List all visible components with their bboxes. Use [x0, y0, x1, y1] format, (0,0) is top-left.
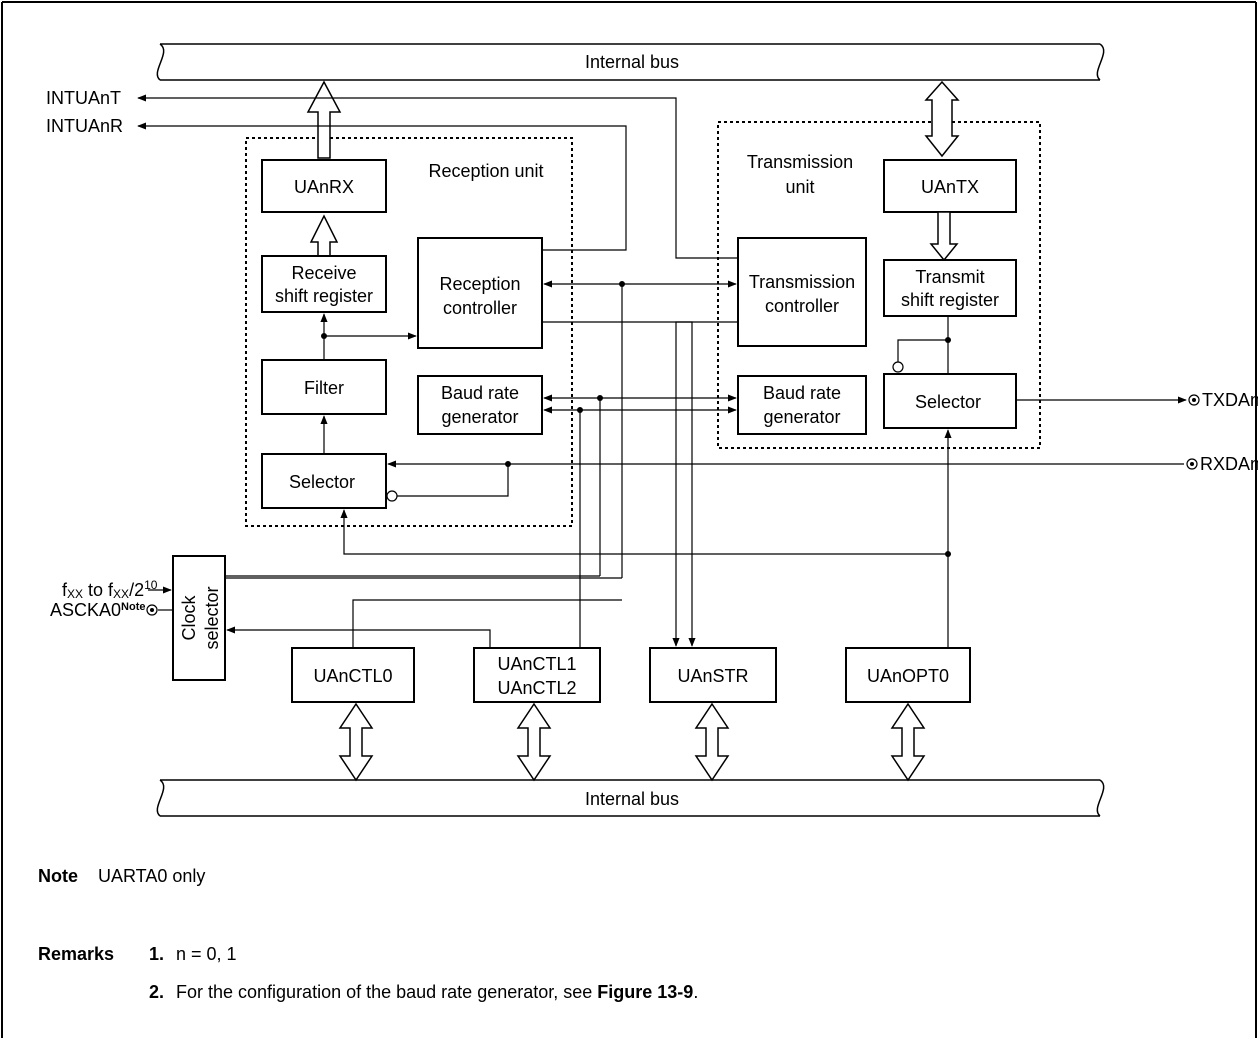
uantx-to-shift-arrow — [929, 211, 959, 262]
clock-selector-line2: selector — [202, 586, 222, 649]
signal-wiring — [137, 94, 1187, 648]
bus-uantx-arrow — [924, 80, 960, 158]
transmission-baud-line1: Baud rate — [763, 383, 841, 403]
figure-reference: Figure 13-9 — [597, 982, 693, 1002]
reception-controller-line2: controller — [443, 298, 517, 318]
remark1-text: n = 0, 1 — [176, 944, 237, 964]
reception-baud-line1: Baud rate — [441, 383, 519, 403]
transmission-controller-line2: controller — [765, 296, 839, 316]
txdan-label: TXDAn — [1202, 390, 1258, 410]
junction-dots — [321, 281, 951, 557]
clock-selector-line1: Clock — [179, 594, 199, 640]
ascka0-pin-icon — [146, 604, 158, 616]
transmission-selector-label: Selector — [915, 392, 981, 412]
uanctl1-label: UAnCTL1 — [497, 654, 576, 674]
reception-unit-boundary — [245, 137, 573, 527]
uanrx-to-bus-arrow — [306, 80, 342, 159]
receive-shift-register-line1: Receive — [291, 263, 356, 283]
remark2-number: 2. — [149, 982, 164, 1002]
remarks-label: Remarks — [38, 944, 114, 964]
remark1-number: 1. — [149, 944, 164, 964]
reception-controller — [417, 237, 543, 349]
internal-bus-top-label: Internal bus — [585, 52, 679, 72]
tx-inverter-circle — [892, 361, 904, 373]
ascka0-label: ASCKA0Note — [50, 600, 146, 620]
transmission-baud-rate-generator — [737, 375, 867, 435]
transmission-unit-title-line2: unit — [785, 177, 814, 197]
clock-input-fxx-label: fXX to fXX/210 — [62, 578, 158, 601]
transmission-controller — [737, 237, 867, 347]
transmission-baud-line2: generator — [763, 407, 840, 427]
reception-selector-label: Selector — [289, 472, 355, 492]
transmission-unit-title-line1: Transmission — [747, 152, 853, 172]
reception-selector — [261, 453, 387, 509]
uanctl0-label: UAnCTL0 — [313, 666, 392, 686]
reception-unit-title: Reception unit — [428, 161, 543, 181]
transmit-shift-register-line2: shift register — [901, 290, 999, 310]
reception-baud-rate-generator — [417, 375, 543, 435]
uanopt0-register — [845, 647, 971, 703]
txdan-pin-icon — [1188, 394, 1200, 406]
reception-controller-line1: Reception — [439, 274, 520, 294]
uanctl2-label: UAnCTL2 — [497, 678, 576, 698]
remark2-text: For the configuration of the baud rate g… — [176, 982, 698, 1002]
internal-bus-top: Internal bus — [156, 43, 1105, 81]
uantx-label: UAnTX — [921, 177, 979, 197]
register-bus-double-arrows — [338, 702, 926, 782]
uanrx-label: UAnRX — [294, 177, 354, 197]
uanstr-label: UAnSTR — [677, 666, 748, 686]
clock-selector — [172, 555, 226, 681]
internal-bus-bottom: Internal bus — [156, 779, 1105, 817]
rxdan-label: RXDAn — [1200, 454, 1258, 474]
rx-inverter-circle — [386, 490, 398, 502]
uanstr-register — [649, 647, 777, 703]
transmission-controller-line1: Transmission — [749, 272, 855, 292]
receive-shift-register-line2: shift register — [275, 286, 373, 306]
internal-bus-bottom-label: Internal bus — [585, 789, 679, 809]
uanrx-register — [261, 159, 387, 213]
rxdan-pin-icon — [1186, 458, 1198, 470]
note-label: Note — [38, 866, 78, 886]
note-text: UARTA0 only — [98, 866, 205, 886]
transmit-shift-register — [883, 259, 1017, 317]
reception-baud-line2: generator — [441, 407, 518, 427]
uanctl0-register — [291, 647, 415, 703]
intuanr-label: INTUAnR — [46, 116, 123, 136]
shift-to-uanrx-arrow — [309, 214, 339, 257]
uanopt0-label: UAnOPT0 — [867, 666, 949, 686]
transmission-selector — [883, 373, 1017, 429]
uanctl1-uanctl2-register — [473, 647, 601, 703]
intuant-label: INTUAnT — [46, 88, 121, 108]
filter-label: Filter — [304, 378, 344, 398]
receive-shift-register — [261, 255, 387, 313]
transmit-shift-register-line1: Transmit — [915, 267, 984, 287]
